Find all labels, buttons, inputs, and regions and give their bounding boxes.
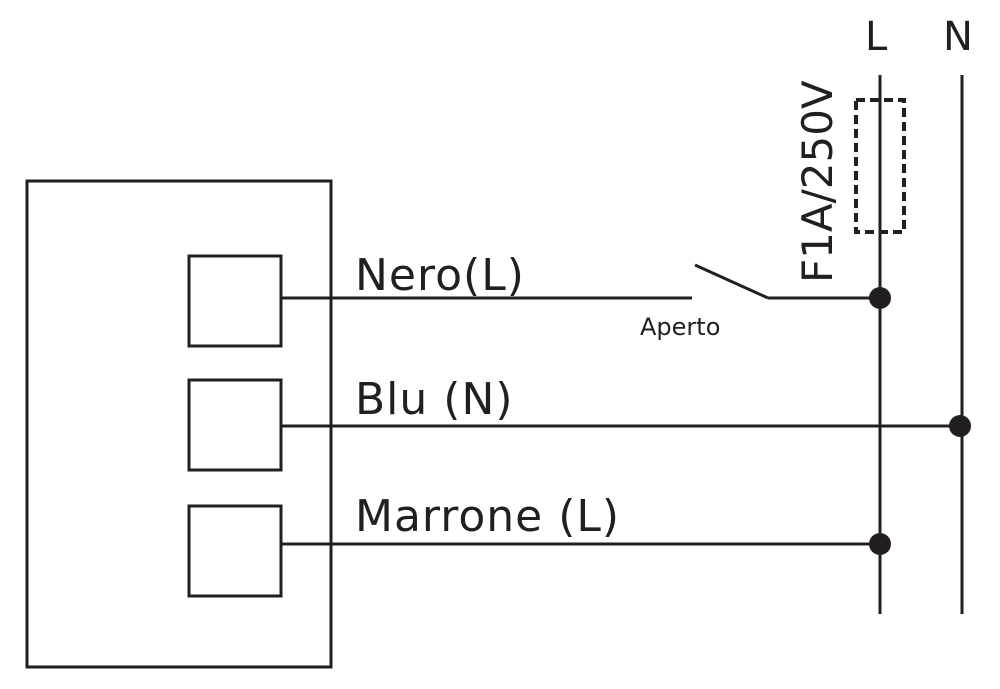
label-nero: Nero(L) — [355, 250, 525, 301]
label-marrone: Marrone (L) — [355, 491, 620, 542]
label-switch-state: Aperto — [640, 313, 720, 341]
terminal-2 — [187, 378, 283, 472]
label-bus-n: N — [943, 14, 973, 60]
label-fuse-rating: F1A/250V — [793, 80, 842, 283]
junction-marrone-l — [869, 533, 891, 555]
fuse-symbol — [854, 98, 906, 234]
junction-blu-n — [949, 415, 971, 437]
terminal-3 — [187, 504, 283, 598]
device-housing — [25, 179, 333, 669]
junction-nero-l — [869, 287, 891, 309]
label-bus-l: L — [865, 14, 888, 60]
terminal-1 — [187, 254, 283, 348]
label-blu: Blu (N) — [355, 374, 514, 425]
switch-blade — [694, 263, 769, 300]
